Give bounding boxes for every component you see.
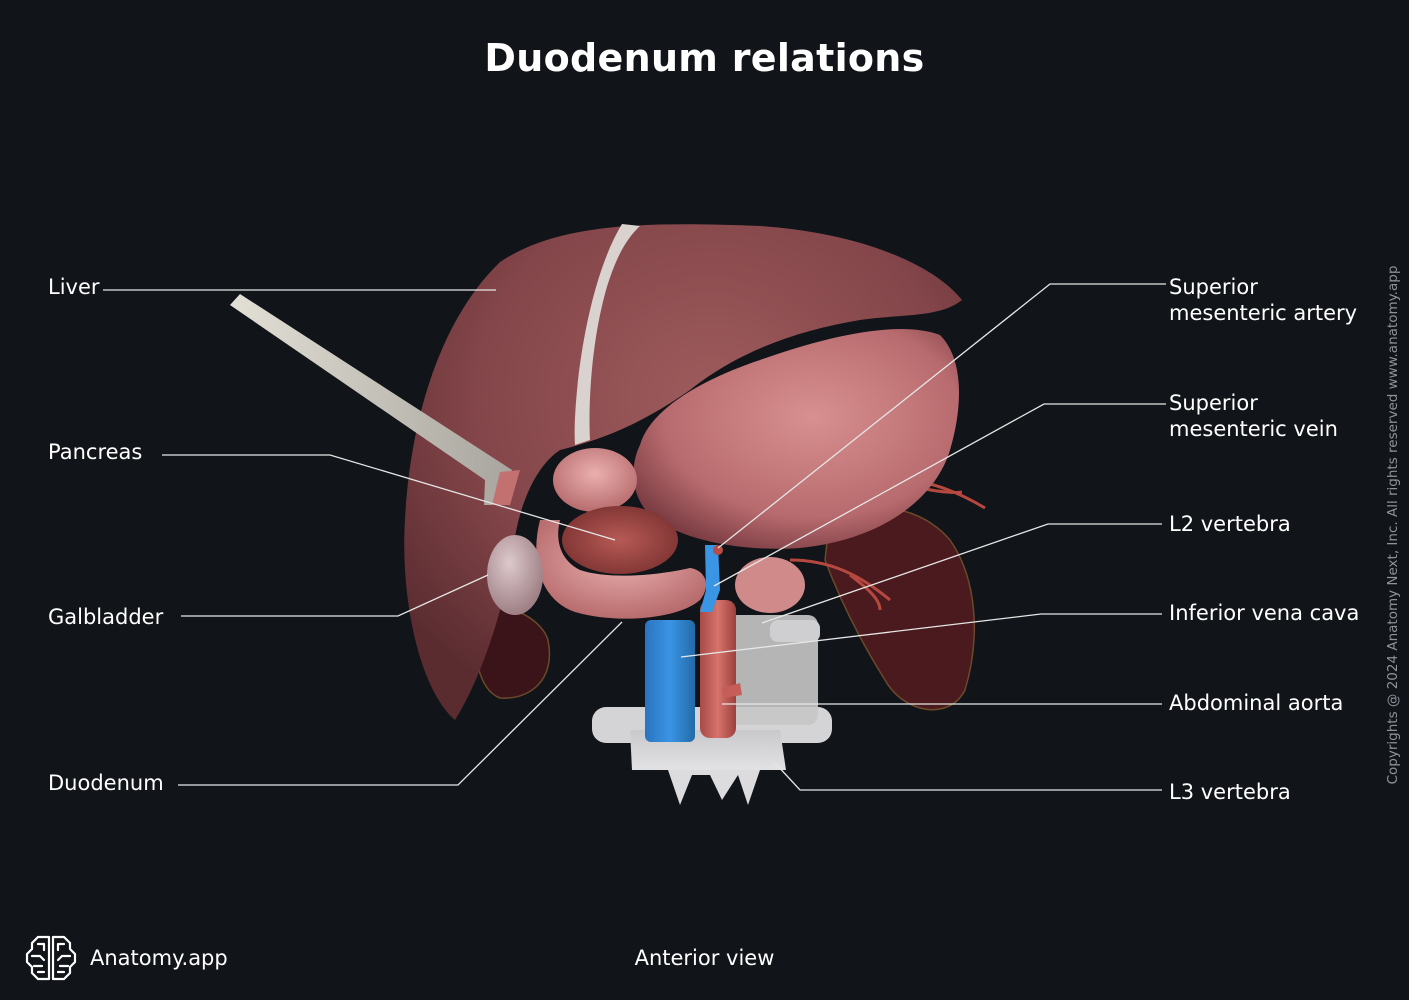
leader-line-duodenum	[178, 621, 623, 786]
view-caption: Anterior view	[634, 946, 775, 970]
left-kidney	[824, 506, 976, 711]
superior-mesenteric-vein-shape	[700, 545, 720, 612]
duodenum-shape	[536, 520, 707, 619]
gallbladder-shape	[487, 535, 543, 615]
label-liver: Liver	[48, 275, 100, 299]
leader-line-l3	[774, 762, 1162, 791]
leader-line-ivc	[680, 613, 1162, 658]
leader-line-galbladder	[181, 574, 489, 617]
label-line: Superior	[1169, 391, 1258, 415]
label-line: mesenteric artery	[1169, 301, 1358, 325]
leader-line-sma	[717, 283, 1166, 549]
retracted-liver-edge	[492, 470, 520, 505]
leader-line-l2	[761, 523, 1162, 624]
label-inferior-vena-cava: Inferior vena cava	[1169, 601, 1360, 625]
stomach-shape	[633, 329, 960, 549]
label-galbladder: Galbladder	[48, 605, 164, 629]
duodenojejunal-flexure	[735, 557, 805, 613]
copyright-notice: Copyrights @ 2024 Anatomy Next, Inc. All…	[1385, 265, 1401, 785]
leader-line-pancreas	[162, 454, 616, 541]
falciform-ligament	[574, 224, 640, 445]
label-superior-mesenteric-artery: Superior mesenteric artery	[1169, 274, 1357, 326]
label-line: Superior	[1169, 275, 1258, 299]
retractor-instrument	[230, 294, 512, 505]
renal-artery-branch	[722, 683, 742, 698]
label-superior-mesenteric-vein: Superior mesenteric vein	[1169, 390, 1338, 442]
brand-logo[interactable]: Anatomy.app	[24, 934, 228, 982]
leader-line-smv	[713, 403, 1166, 587]
brain-logo-icon	[25, 935, 77, 981]
page-title: Duodenum relations	[484, 36, 925, 80]
liver-shape	[404, 224, 962, 720]
pancreas-shape	[562, 506, 678, 574]
superior-mesenteric-artery-shape	[713, 545, 723, 555]
label-duodenum: Duodenum	[48, 771, 164, 795]
label-l3-vertebra: L3 vertebra	[1169, 780, 1291, 804]
label-l2-vertebra: L2 vertebra	[1169, 512, 1291, 536]
label-abdominal-aorta: Abdominal aorta	[1169, 691, 1344, 715]
label-line: mesenteric vein	[1169, 417, 1338, 441]
label-pancreas: Pancreas	[48, 440, 143, 464]
brand-name: Anatomy.app	[90, 946, 228, 970]
inferior-vena-cava-shape	[645, 620, 695, 742]
duodenal-bulb	[553, 448, 637, 512]
